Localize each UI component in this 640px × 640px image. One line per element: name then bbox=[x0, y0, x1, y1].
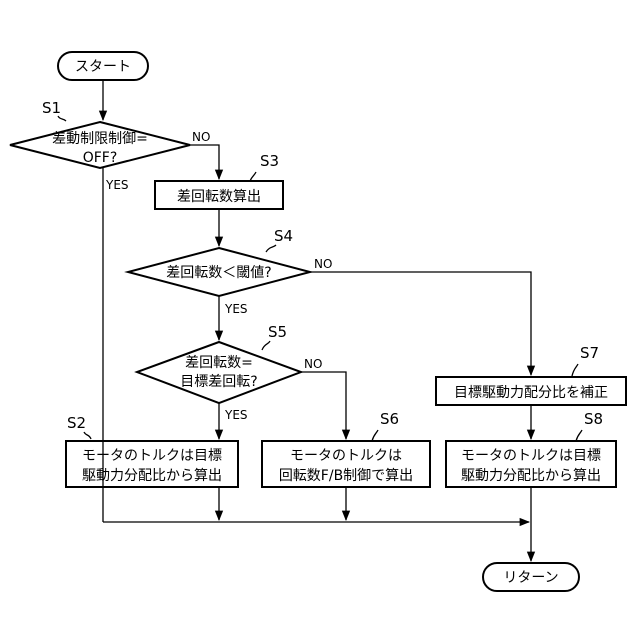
start-text: スタート bbox=[75, 59, 131, 75]
s5-label-leader bbox=[262, 341, 270, 350]
s8-step-label: S8 bbox=[584, 410, 603, 428]
arrow-s1-no-to-s3 bbox=[190, 145, 219, 179]
s4-no-label: NO bbox=[314, 257, 332, 271]
s1-step-label: S1 bbox=[42, 99, 61, 117]
s4-label-leader bbox=[266, 245, 276, 252]
s5-text-line1: 差回転数= bbox=[185, 355, 253, 371]
arrow-s5-no-to-s6 bbox=[301, 372, 346, 439]
s5-step-label: S5 bbox=[268, 323, 287, 341]
s1-label-leader bbox=[58, 116, 66, 121]
s4-text: 差回転数＜閾値? bbox=[166, 265, 271, 281]
s1-text-line2: OFF? bbox=[83, 150, 118, 166]
s1-no-label: NO bbox=[192, 130, 210, 144]
s6-text-line2: 回転数F/B制御で算出 bbox=[279, 468, 413, 484]
s2-label-leader bbox=[84, 432, 91, 439]
s5-yes-label: YES bbox=[224, 408, 248, 422]
s7-step-label: S7 bbox=[580, 344, 599, 362]
s7-label-leader bbox=[572, 364, 578, 376]
s7-text: 目標駆動力配分比を補正 bbox=[454, 385, 608, 401]
s3-text: 差回転数算出 bbox=[177, 189, 261, 205]
s6-label-leader bbox=[372, 430, 378, 441]
s4-yes-label: YES bbox=[224, 302, 248, 316]
s8-label-leader bbox=[576, 430, 582, 441]
s1-yes-label: YES bbox=[105, 178, 129, 192]
s3-label-leader bbox=[250, 172, 256, 181]
s3-step-label: S3 bbox=[260, 152, 279, 170]
end-text: リターン bbox=[503, 570, 558, 586]
arrow-s4-no-to-s7 bbox=[310, 272, 531, 375]
s8-text-line1: モータのトルクは目標 bbox=[461, 448, 601, 464]
s6-step-label: S6 bbox=[380, 410, 399, 428]
s5-text-line2: 目標差回転? bbox=[180, 374, 257, 390]
s1-text-line1: 差動制限制御= bbox=[52, 131, 148, 147]
s6-text-line1: モータのトルクは bbox=[290, 448, 402, 464]
s5-decision bbox=[137, 342, 301, 403]
s4-step-label: S4 bbox=[274, 227, 293, 245]
s5-no-label: NO bbox=[304, 357, 322, 371]
s2-step-label: S2 bbox=[67, 414, 86, 432]
s8-text-line2: 駆動力分配比から算出 bbox=[461, 468, 601, 484]
